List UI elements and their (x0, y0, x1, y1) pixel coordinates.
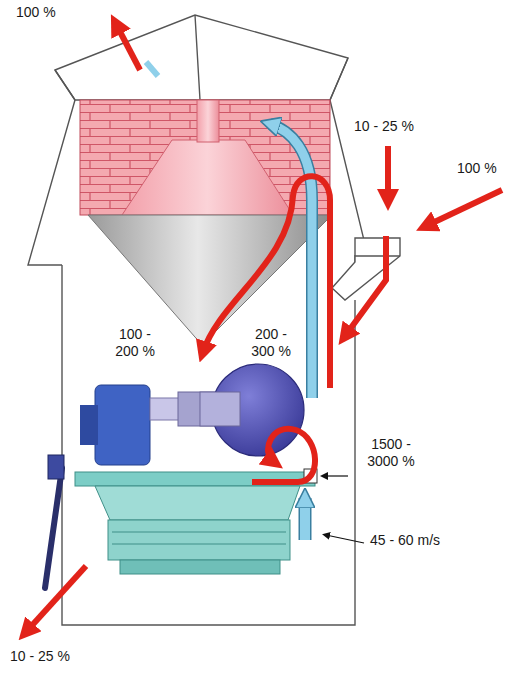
gas-inlet-arrow (300, 498, 310, 540)
product-outlet-arrow (116, 24, 140, 70)
classifier-rotor (122, 140, 293, 215)
flow-rate-label: 200 - 300 % (246, 326, 296, 360)
table-support (95, 486, 300, 520)
leader-arrow (326, 535, 364, 543)
reject-flow-arrow (203, 176, 330, 388)
roller-shaft (150, 398, 180, 420)
rocker-arm (95, 385, 150, 465)
circulating-load-arrow (252, 429, 315, 482)
reject-outlet-arrow (26, 566, 86, 632)
flow-rate-label: 1500 - 3000 % (362, 436, 420, 470)
feed-chute-arrow (345, 236, 386, 336)
rocker-pivot (80, 405, 98, 445)
classifier-shaft (197, 100, 219, 142)
flow-rate-label: 10 - 25 % (8, 648, 72, 665)
recirculation-arrow (385, 146, 391, 200)
hydraulic-cylinder (48, 455, 64, 479)
outlet-hood (55, 15, 348, 100)
leader-arrow (324, 475, 348, 476)
material-flows (26, 24, 502, 632)
gearbox-base (120, 560, 280, 574)
feed-chute-rim (355, 255, 400, 256)
gearbox-rib (112, 532, 286, 544)
gas-inlet-outline (299, 498, 312, 540)
roller-hub (200, 392, 240, 426)
flow-rate-label: 100 % (14, 4, 58, 21)
mill-casing (28, 15, 370, 625)
gearbox (108, 520, 290, 560)
flow-rate-label: 45 - 60 m/s (368, 532, 442, 549)
flow-rate-label: 100 - 200 % (110, 326, 160, 360)
feed-chute (332, 238, 400, 300)
flow-rate-label: 10 - 25 % (352, 118, 416, 135)
feed-chute-body (332, 238, 400, 300)
flow-rate-label: 100 % (455, 160, 499, 177)
product-flow (146, 62, 158, 76)
feed-arrow (426, 190, 502, 226)
hood-edge (55, 15, 348, 100)
hydraulic-rod (45, 468, 62, 588)
